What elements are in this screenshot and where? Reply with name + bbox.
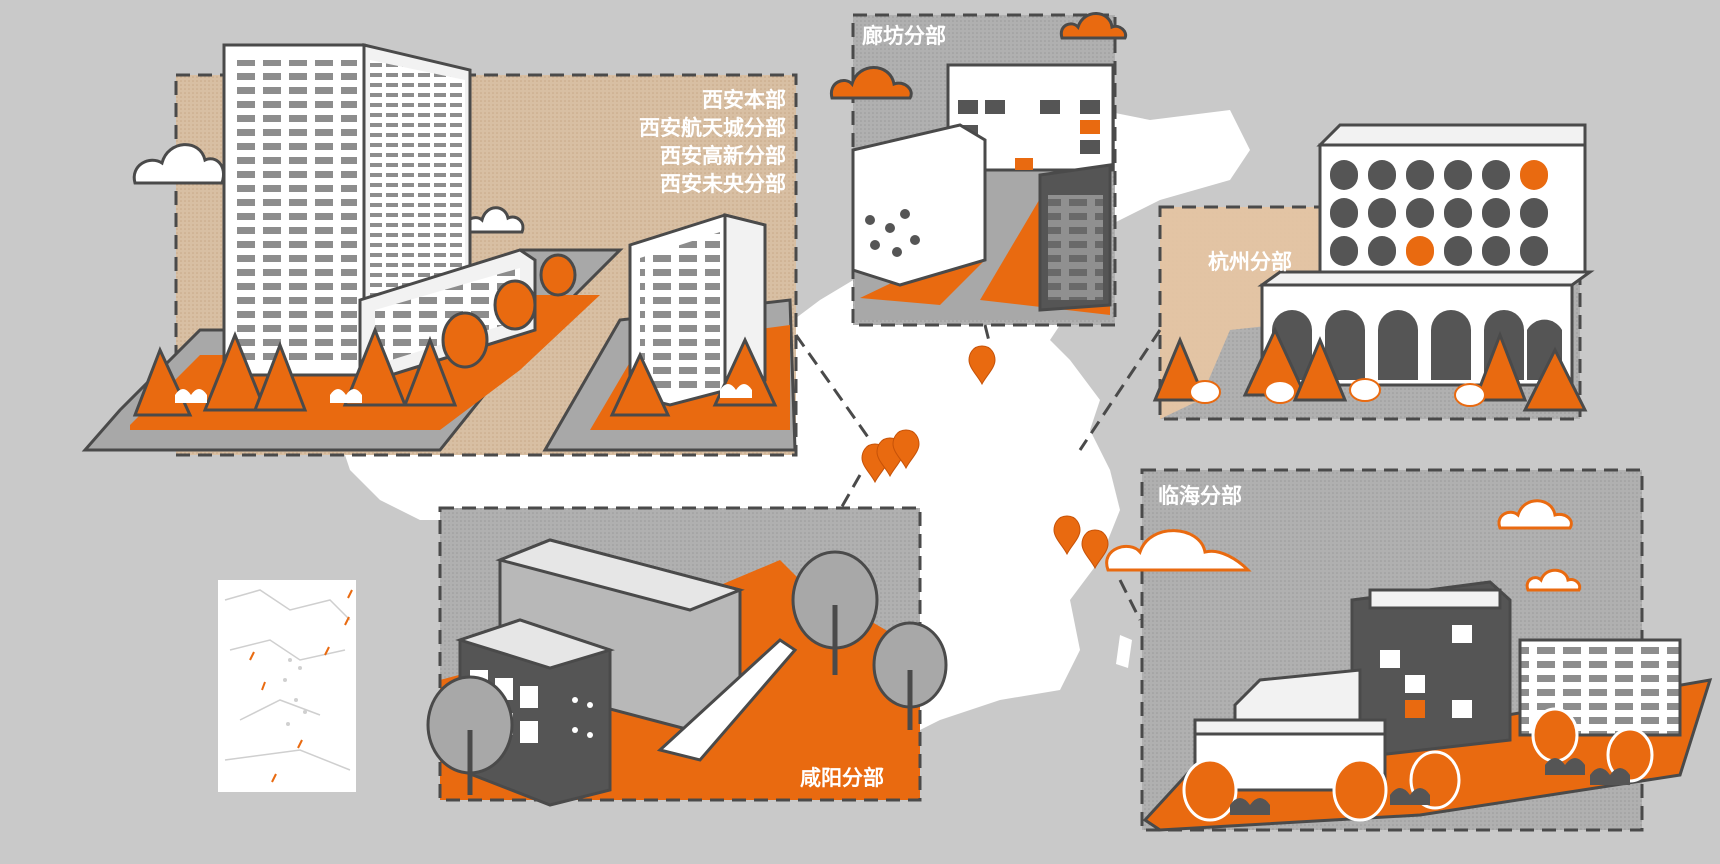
xianyang-panel [426,506,948,807]
cloud-icon [1525,568,1582,592]
tree-icon [426,550,948,775]
branch-label-langfang: 廊坊分部 [862,24,946,48]
branch-label-linhai: 临海分部 [1158,484,1242,508]
branch-label-hangzhou: 杭州分部 [1208,250,1292,274]
cloud-icon [829,66,913,100]
langfang-panel [829,12,1128,327]
tree-icon [1182,707,1654,822]
tree-icon [132,253,778,417]
xian-panel [81,43,798,457]
cloud-icon [132,143,225,185]
branch-label-xian-aerospace: 西安航天城分部 [639,116,786,140]
hangzhou-panel [1152,123,1595,421]
xian-labels: 西安本部 西安航天城分部 西安高新分部 西安未央分部 [560,86,786,198]
branch-label-xian-hq: 西安本部 [702,88,786,112]
branch-label-xian-hitech: 西安高新分部 [660,144,786,168]
cloud-icon [1105,529,1252,572]
linhai-panel [1105,468,1713,832]
branch-label-xianyang: 咸阳分部 [800,766,884,790]
cloud-icon [1497,499,1573,530]
locator-minimap [218,580,356,792]
cloud-icon [1059,12,1128,40]
connector-lines [794,324,1162,621]
branch-label-xian-weiyang: 西安未央分部 [660,172,786,196]
